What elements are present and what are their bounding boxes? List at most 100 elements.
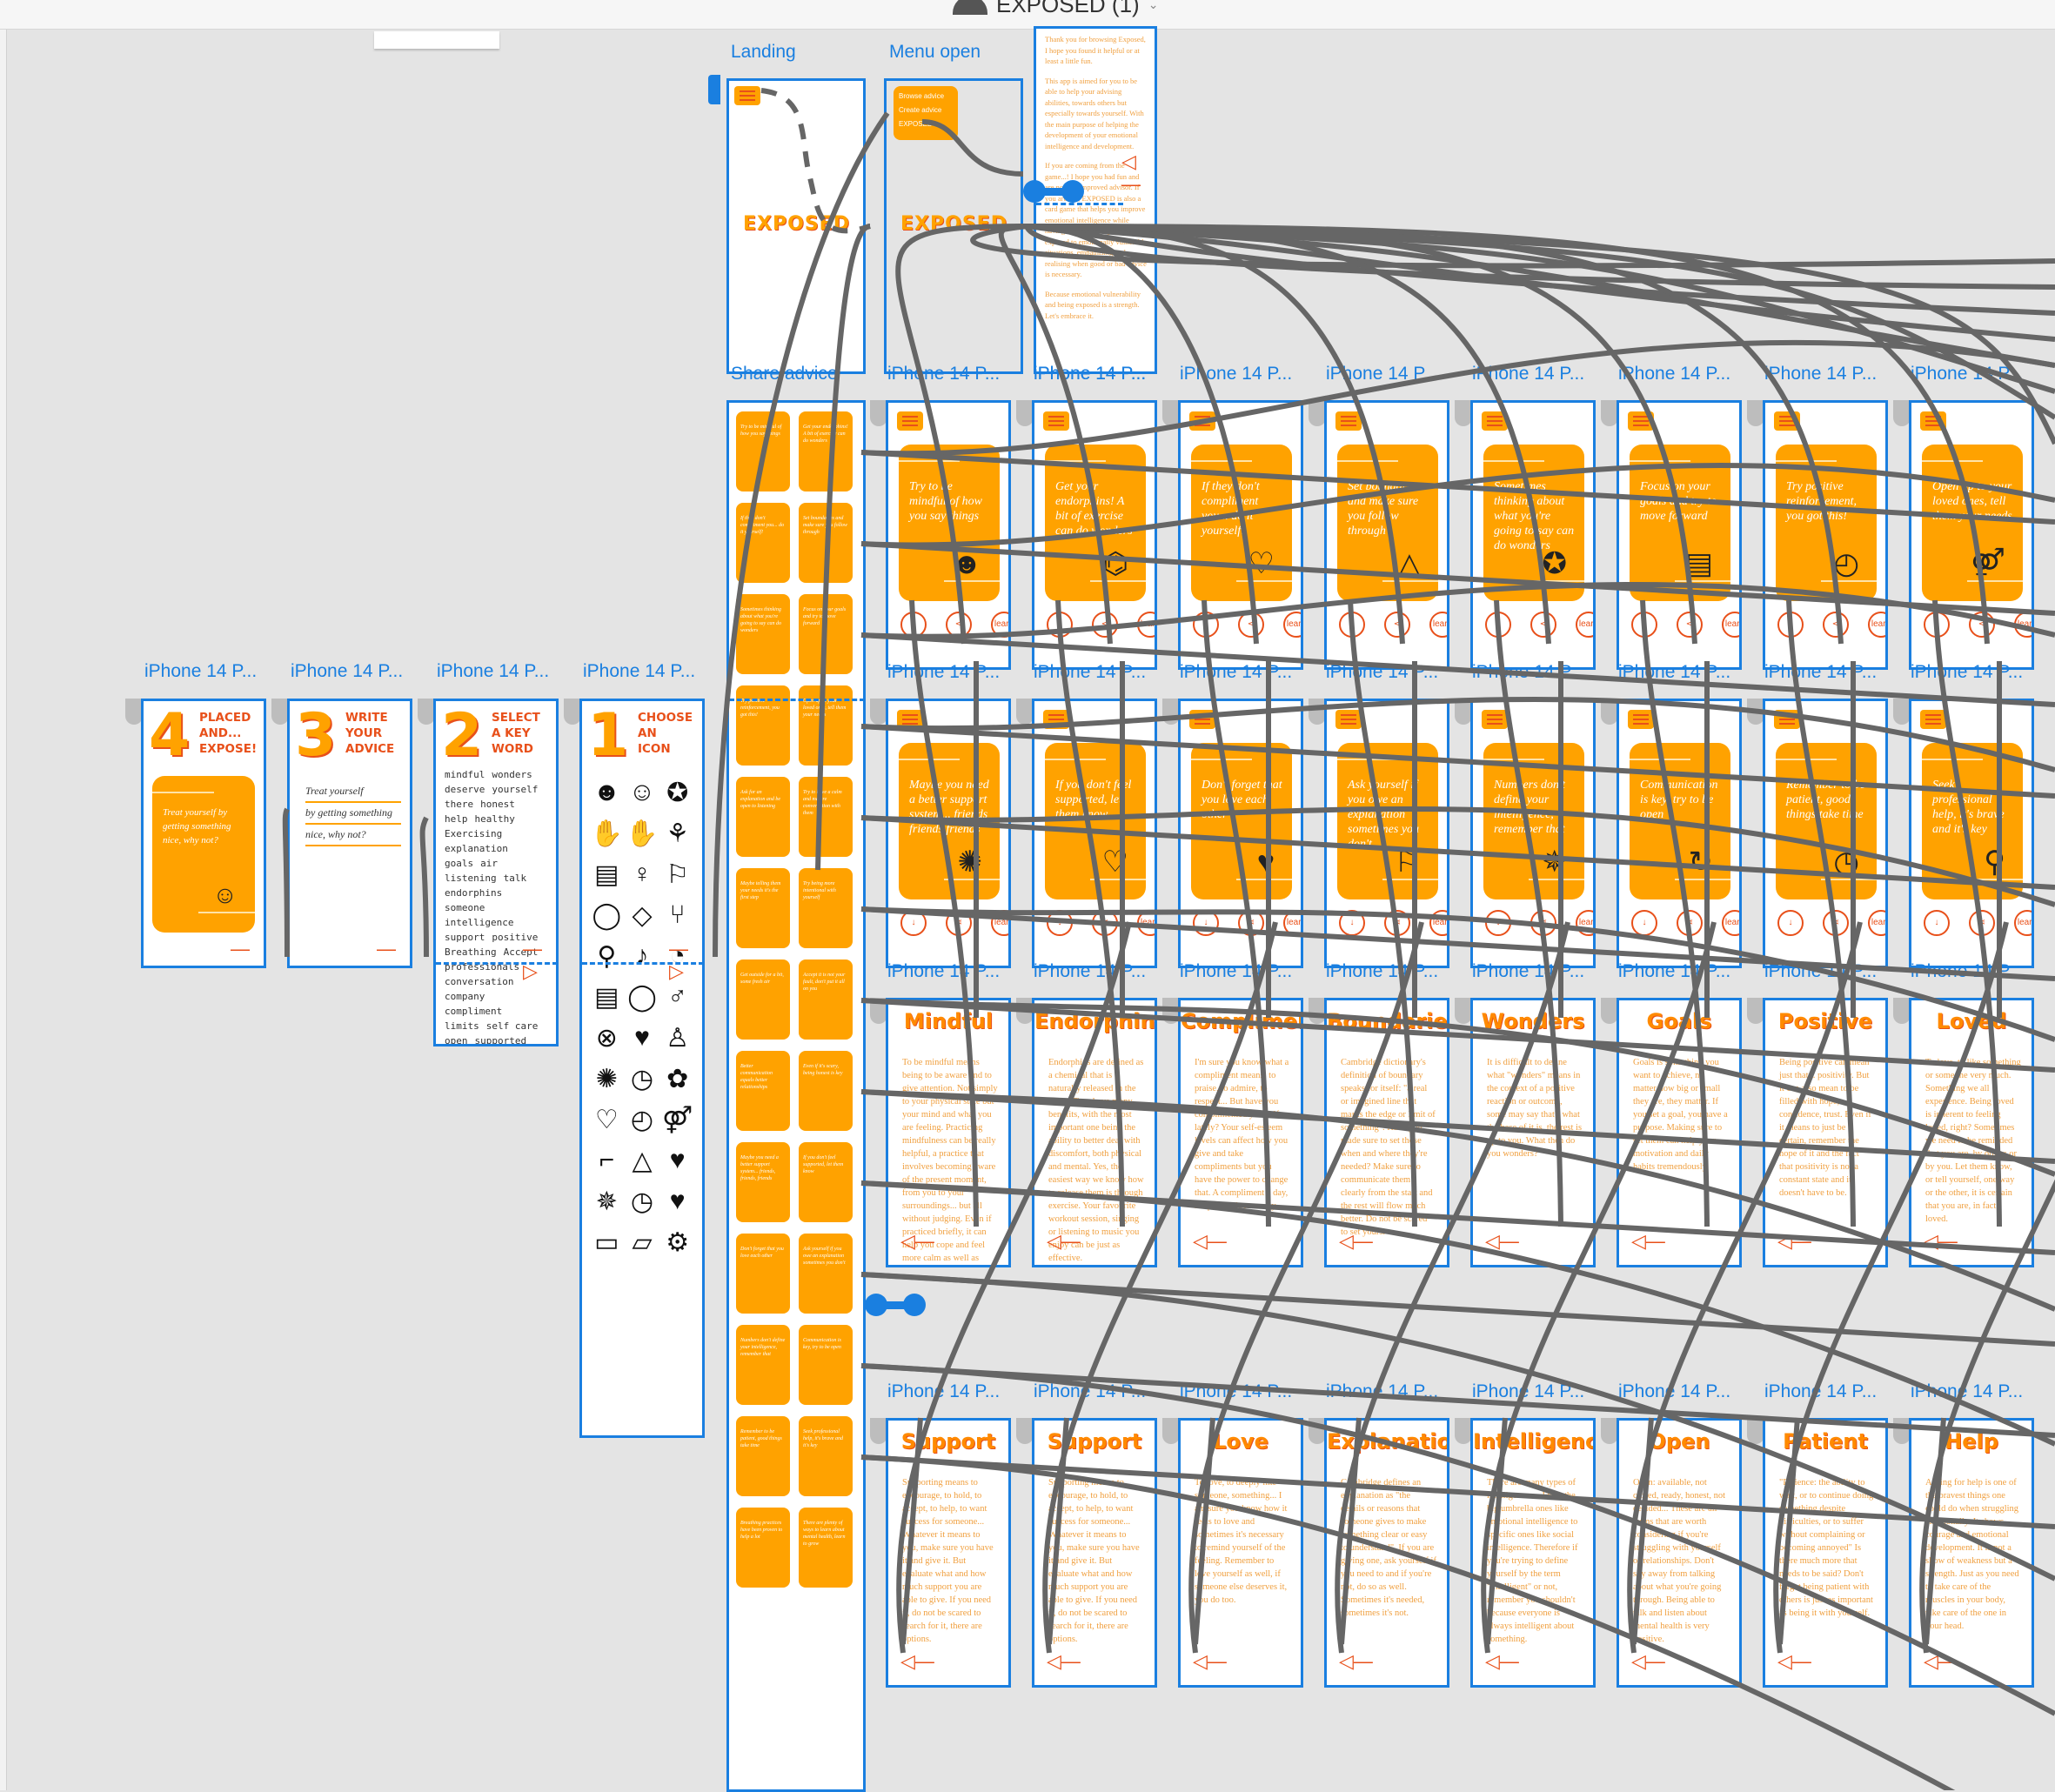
icon-option[interactable]: ◷ (630, 1065, 654, 1093)
artboard-label[interactable]: iPhone 14 P... (1911, 961, 2024, 981)
keyword-option[interactable]: mindful (445, 769, 485, 780)
prototype-link[interactable] (1026, 224, 2055, 420)
artboard-label[interactable]: iPhone 14 P... (1618, 961, 1731, 981)
icon-option[interactable]: ⚘ (666, 819, 690, 848)
mini-advice-card[interactable]: Ask for an explanation and be open to li… (736, 777, 790, 857)
artboard-label[interactable]: iPhone 14 P... (1911, 1381, 2024, 1401)
next-arrow-icon[interactable]: —▷ (523, 938, 542, 982)
icon-option[interactable]: ♥ (634, 1023, 650, 1052)
artboard-step-4[interactable]: 4 PLACED AND... EXPOSE! Treat yourself b… (141, 699, 266, 968)
artboard-learn[interactable]: Explanation Cambridge defines an explana… (1324, 1418, 1449, 1688)
download-icon[interactable]: ↓ (1485, 910, 1511, 936)
icon-option[interactable]: ♙ (666, 1024, 690, 1053)
menu-icon[interactable] (1628, 411, 1654, 431)
artboard-landing[interactable]: EXPOSED (726, 78, 866, 374)
keyword-option[interactable]: positive (492, 932, 539, 943)
learn-button[interactable]: learn (1429, 612, 1447, 638)
back-arrow-icon[interactable]: ◁— (900, 1230, 934, 1252)
artboard-label[interactable]: iPhone 14 P... (1180, 1381, 1293, 1401)
share-icon[interactable]: ⋖ (1823, 612, 1849, 638)
artboard-advice[interactable]: Communication is key, try to be open ↻ ↓… (1617, 699, 1742, 968)
keyword-option[interactable]: limits (445, 1020, 479, 1032)
icon-option[interactable]: ✋ (626, 819, 659, 848)
artboard-learn[interactable]: Love To love, to deeply like someone, so… (1178, 1418, 1303, 1688)
mini-advice-card[interactable]: Set boundaries and make sure you follow … (799, 503, 853, 583)
menu-item-exposed[interactable]: EXPOSED (899, 120, 933, 128)
keyword-option[interactable]: yourself (492, 784, 539, 795)
next-arrow-icon[interactable]: —▷ (669, 938, 688, 982)
learn-button[interactable]: learn (2014, 612, 2032, 638)
artboard-learn[interactable]: Support Supporting means to encourage, t… (886, 1418, 1011, 1688)
back-arrow-icon[interactable]: ◁— (1631, 1230, 1665, 1252)
mini-advice-card[interactable]: There are plenty of ways to learn about … (799, 1508, 853, 1588)
artboard-label[interactable]: iPhone 14 P... (1618, 662, 1731, 682)
download-icon[interactable]: ↓ (1193, 910, 1219, 936)
learn-button[interactable]: learn (1722, 612, 1739, 638)
back-arrow-icon[interactable]: ◁— (1047, 1230, 1081, 1252)
mini-advice-card[interactable]: Open up to your loved ones, tell them yo… (799, 685, 853, 766)
artboard-label-step-4[interactable]: iPhone 14 P... (144, 661, 258, 681)
prototype-link[interactable] (1026, 224, 2055, 368)
mini-advice-card[interactable]: Better communication equals better relat… (736, 1051, 790, 1131)
artboard-advice[interactable]: Get your endorphins! A bit of exercise c… (1032, 400, 1157, 670)
artboard-advice[interactable]: Set boundaries and make sure you follow … (1324, 400, 1449, 670)
icon-option[interactable]: ▭ (594, 1228, 619, 1257)
artboard-learn[interactable]: Goals Goals is something you want to ach… (1617, 998, 1742, 1267)
download-icon[interactable]: ↓ (1631, 612, 1657, 638)
back-arrow-icon[interactable]: ◁— (1047, 1650, 1081, 1672)
keyword-option[interactable]: honest (480, 799, 515, 810)
download-icon[interactable]: ↓ (1924, 612, 1950, 638)
icon-option[interactable]: ☻ (592, 778, 621, 806)
menu-icon[interactable] (1482, 411, 1508, 431)
mini-advice-card[interactable]: Seek professional help, it's brave and i… (799, 1416, 853, 1496)
menu-icon[interactable] (1628, 710, 1654, 729)
icon-option[interactable]: △ (632, 1147, 653, 1175)
icon-option[interactable]: ◴ (630, 1106, 654, 1134)
selected-connection[interactable] (1023, 180, 1084, 203)
back-arrow-icon[interactable]: ◁— (1924, 1230, 1958, 1252)
download-icon[interactable]: ↓ (1047, 612, 1073, 638)
artboard-learn[interactable]: Mindful To be mindful means being to be … (886, 998, 1011, 1267)
learn-button[interactable]: learn (1576, 612, 1593, 638)
artboard-label[interactable]: iPhone 14 P... (1326, 1381, 1439, 1401)
download-icon[interactable]: ↓ (1777, 910, 1804, 936)
menu-icon[interactable] (897, 710, 923, 729)
icon-option[interactable]: ⌐ (599, 1146, 615, 1174)
icon-option[interactable]: ✋ (590, 819, 623, 848)
share-icon[interactable]: ⋖ (1092, 612, 1118, 638)
artboard-label[interactable]: iPhone 14 P... (1911, 662, 2024, 682)
artboard-advice[interactable]: Seek professional help, it's brave and i… (1909, 699, 2034, 968)
mini-advice-card[interactable]: Try positive reinforcement, you got this… (736, 685, 790, 766)
back-arrow-icon[interactable]: ◁— (1485, 1650, 1519, 1672)
artboard-label[interactable]: iPhone 14 P... (1618, 364, 1731, 384)
artboard-label[interactable]: iPhone 14 P... (1618, 1381, 1731, 1401)
learn-button[interactable]: learn (1137, 910, 1155, 936)
share-icon[interactable]: ⋖ (1677, 612, 1703, 638)
document-title[interactable]: EXPOSED (1) ⌄ (953, 0, 1158, 18)
download-icon[interactable]: ↓ (900, 910, 927, 936)
keyword-option[interactable]: support (445, 932, 485, 943)
artboard-advice[interactable]: Remember to be patient, good things take… (1763, 699, 1888, 968)
download-icon[interactable]: ↓ (900, 612, 927, 638)
menu-item-browse-advice[interactable]: Browse advice (899, 92, 945, 100)
back-arrow-icon[interactable]: ◁— (1193, 1650, 1227, 1672)
mini-advice-card[interactable]: Numbers don't define your intelligence, … (736, 1325, 790, 1405)
menu-item-create-advice[interactable]: Create advice (899, 106, 942, 114)
icon-option[interactable]: ⚲ (597, 942, 617, 971)
icon-option[interactable]: ▤ (594, 860, 619, 889)
artboard-label[interactable]: iPhone 14 P... (887, 1381, 1001, 1401)
artboard-advice[interactable]: Focus on your goals and try to move forw… (1617, 400, 1742, 670)
icon-option[interactable]: ♡ (594, 1106, 619, 1134)
artboard-label-menu-open[interactable]: Menu open (889, 42, 981, 62)
artboard-advice[interactable]: Try positive reinforcement, you got this… (1763, 400, 1888, 670)
prototype-link[interactable] (1026, 224, 2055, 342)
menu-icon[interactable] (1482, 710, 1508, 729)
mini-advice-card[interactable]: Try to be mindful of how you say things (736, 411, 790, 491)
learn-button[interactable]: learn (1283, 612, 1301, 638)
keyword-option[interactable]: explanation (445, 843, 508, 854)
keyword-option[interactable]: air (480, 858, 498, 869)
back-arrow-icon[interactable]: ◁— (1777, 1650, 1811, 1672)
prototype-link[interactable] (1024, 224, 2055, 290)
